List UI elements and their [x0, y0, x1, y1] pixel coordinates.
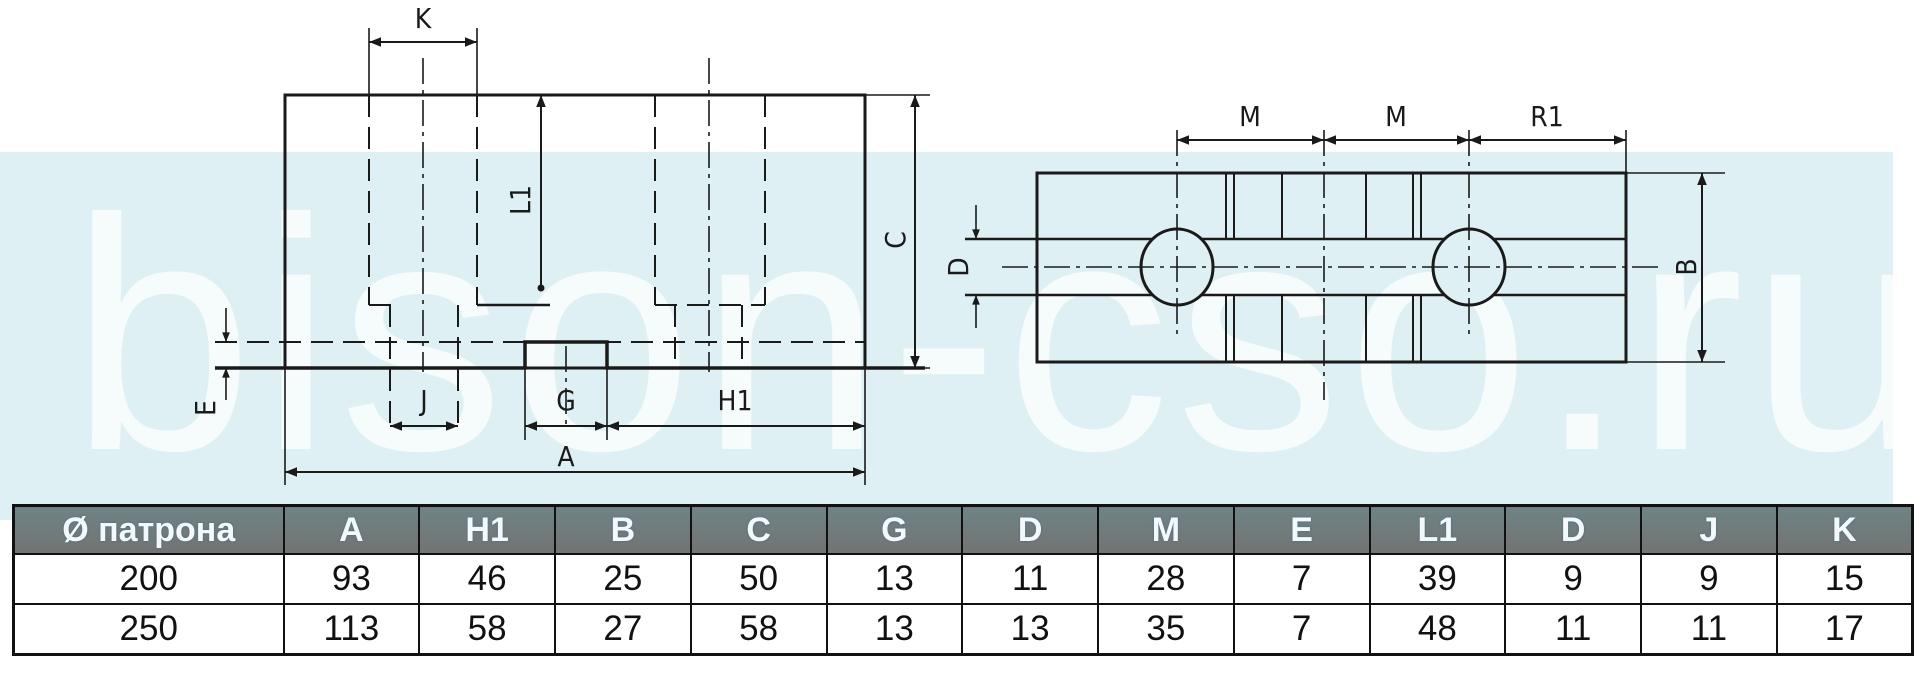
header-G: G — [825, 504, 964, 555]
table-cell: 11 — [1504, 603, 1642, 656]
front-outline — [283, 93, 867, 370]
dimensions-table: Ø патрона A H1 B C G D M E L1 D J K 200 … — [12, 504, 1914, 656]
table-cell: 17 — [1775, 603, 1914, 656]
table-cell: 27 — [554, 603, 692, 656]
technical-drawing: K L1 C E J G H1 A — [189, 2, 1725, 485]
label-D: D — [942, 257, 975, 276]
table-cell: 46 — [418, 553, 556, 605]
label-G: G — [556, 384, 576, 417]
table-cell: 58 — [418, 603, 556, 656]
header-C: C — [689, 504, 828, 555]
table-cell: 11 — [961, 553, 1099, 605]
label-J: J — [418, 384, 427, 417]
front-view — [215, 28, 930, 485]
header-M: M — [1097, 504, 1235, 555]
header-L1: L1 — [1368, 504, 1507, 555]
side-view-labels: M M R1 D B — [942, 100, 1703, 277]
header-D: D — [961, 504, 1099, 555]
label-B: B — [1670, 258, 1703, 275]
label-R1: R1 — [1530, 100, 1564, 133]
table-cell: 48 — [1368, 603, 1507, 656]
table-cell: 11 — [1640, 603, 1778, 656]
header-D2: D — [1504, 504, 1642, 555]
table-header-row: Ø патрона A H1 B C G D M E L1 D J K — [12, 504, 1914, 555]
header-chuck-diameter: Ø патрона — [12, 504, 285, 555]
table-cell: 200 — [12, 553, 285, 605]
header-K: K — [1775, 504, 1914, 555]
label-H1: H1 — [718, 384, 753, 417]
label-M-right: M — [1385, 100, 1407, 133]
side-view — [965, 130, 1725, 400]
header-E: E — [1232, 504, 1371, 555]
label-K: K — [415, 2, 433, 35]
front-view-labels: K L1 C E J G H1 A — [189, 2, 912, 473]
watermark-band — [0, 152, 1893, 520]
header-A: A — [282, 504, 421, 555]
table-cell: 50 — [689, 553, 828, 605]
table-row: 250 113 58 27 58 13 13 35 7 48 11 11 17 — [12, 603, 1914, 656]
label-M-left: M — [1239, 100, 1261, 133]
header-J: J — [1640, 504, 1778, 555]
table-cell: 13 — [825, 603, 964, 656]
center-lines — [422, 58, 710, 425]
table-cell: 13 — [961, 603, 1099, 656]
table-cell: 93 — [282, 553, 421, 605]
label-A: A — [557, 440, 575, 473]
table-cell: 35 — [1097, 603, 1235, 656]
label-E: E — [189, 400, 222, 416]
table-cell: 28 — [1097, 553, 1235, 605]
label-L1: L1 — [504, 185, 537, 215]
table-cell: 58 — [689, 603, 828, 656]
table-cell: 113 — [282, 603, 421, 656]
table-cell: 15 — [1775, 553, 1914, 605]
table-cell: 25 — [554, 553, 692, 605]
table-cell: 39 — [1368, 553, 1507, 605]
table-cell: 9 — [1504, 553, 1642, 605]
table-cell: 7 — [1232, 603, 1371, 656]
table-cell: 13 — [825, 553, 964, 605]
table-cell: 9 — [1640, 553, 1778, 605]
table-row: 200 93 46 25 50 13 11 28 7 39 9 9 15 — [12, 553, 1914, 605]
header-H1: H1 — [418, 504, 556, 555]
header-B: B — [554, 504, 692, 555]
label-C: C — [879, 231, 912, 249]
table-cell: 7 — [1232, 553, 1371, 605]
table-cell: 250 — [12, 603, 285, 656]
